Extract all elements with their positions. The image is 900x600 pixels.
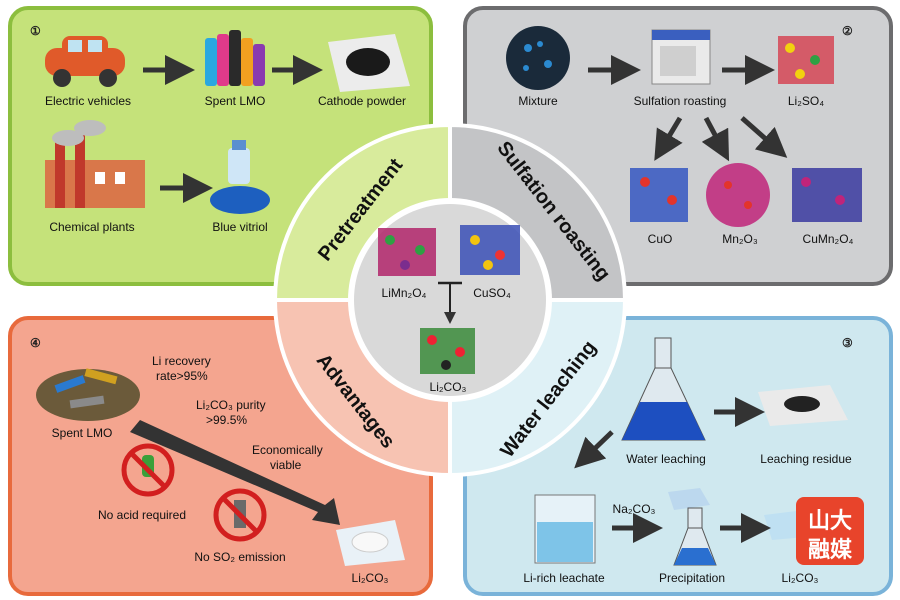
label-mixture: Mixture	[518, 94, 558, 108]
battery-pile-icon	[36, 368, 140, 421]
label-li-recovery-1: Li recovery	[152, 354, 211, 368]
beaker-icon	[534, 494, 596, 564]
label-cathode-powder: Cathode powder	[317, 94, 407, 108]
label-center-li2co3: Li₂CO₃	[429, 380, 467, 394]
label-no-so2: No SO₂ emission	[194, 550, 286, 564]
label-water-leaching: Water leaching	[626, 452, 706, 466]
label-purity-1: Li₂CO₃ purity	[196, 398, 266, 412]
cathode-powder-icon	[328, 34, 410, 92]
li2co3-powder-icon	[336, 520, 405, 566]
limn2o4-crystal-icon	[378, 228, 436, 276]
label-center-limn2o4: LiMn₂O₄	[381, 286, 427, 300]
label-spent-lmo: Spent LMO	[204, 94, 266, 108]
label-leaching-residue: Leaching residue	[760, 452, 852, 466]
label-blue-vitriol: Blue vitriol	[212, 220, 268, 234]
panel-marker-2: ②	[842, 24, 853, 38]
precipitation-icon	[668, 488, 717, 566]
cumn2o4-crystal-icon	[792, 168, 862, 222]
label-precipitation: Precipitation	[658, 571, 726, 585]
label-na2co3: Na₂CO₃	[612, 502, 656, 516]
center-reaction-arrow	[438, 281, 462, 324]
li2so4-crystal-icon	[778, 36, 834, 84]
label-center-cuso4: CuSO₄	[473, 286, 511, 300]
label-mn2o3: Mn₂O₃	[722, 232, 758, 246]
sulfation-arrows	[588, 55, 788, 162]
label-no-acid: No acid required	[97, 508, 187, 522]
li2co3-crystal-icon	[420, 328, 475, 374]
leaching-arrows	[574, 397, 771, 543]
label-economic-2: viable	[270, 458, 302, 472]
label-economic-1: Economically	[252, 443, 323, 457]
big-arrow-icon	[130, 420, 340, 525]
mixture-icon	[506, 26, 570, 90]
leaching-residue-icon	[758, 385, 848, 426]
pretreatment-arrows	[143, 55, 323, 203]
cuso4-crystal-icon	[460, 225, 520, 275]
label-li2co3-adv: Li₂CO₃	[351, 571, 389, 585]
label-li-recovery-2: rate>95%	[156, 369, 208, 383]
label-cumn2o4: CuMn₂O₄	[802, 232, 854, 246]
flask-icon	[621, 337, 706, 441]
panel-marker-1: ①	[30, 24, 41, 38]
no-acid-icon	[121, 443, 175, 497]
label-sulfation-roasting: Sulfation roasting	[633, 94, 727, 108]
label-spent-lmo-adv: Spent LMO	[51, 426, 113, 440]
watermark-logo	[796, 497, 864, 565]
car-icon	[45, 36, 125, 87]
watermark-line-1: 山大	[808, 508, 853, 533]
label-li2co3-leach: Li₂CO₃	[781, 571, 819, 585]
factory-icon	[45, 120, 145, 208]
mn2o3-crystal-icon	[706, 163, 770, 227]
blue-vitriol-icon	[210, 140, 270, 214]
batteries-icon	[205, 30, 265, 86]
watermark-line-2: 融媒	[808, 537, 853, 562]
label-chemical-plants: Chemical plants	[49, 220, 135, 234]
furnace-icon	[651, 29, 711, 85]
panel-marker-4: ④	[30, 336, 41, 350]
cuo-crystal-icon	[630, 168, 688, 222]
panel-marker-3: ③	[842, 336, 853, 350]
no-so2-icon	[213, 488, 267, 542]
label-cuo: CuO	[647, 232, 673, 246]
label-li2so4: Li₂SO₄	[787, 94, 825, 108]
label-li-rich-leachate: Li-rich leachate	[523, 571, 605, 585]
label-purity-2: >99.5%	[206, 413, 248, 427]
label-electric-vehicles: Electric vehicles	[44, 94, 132, 108]
